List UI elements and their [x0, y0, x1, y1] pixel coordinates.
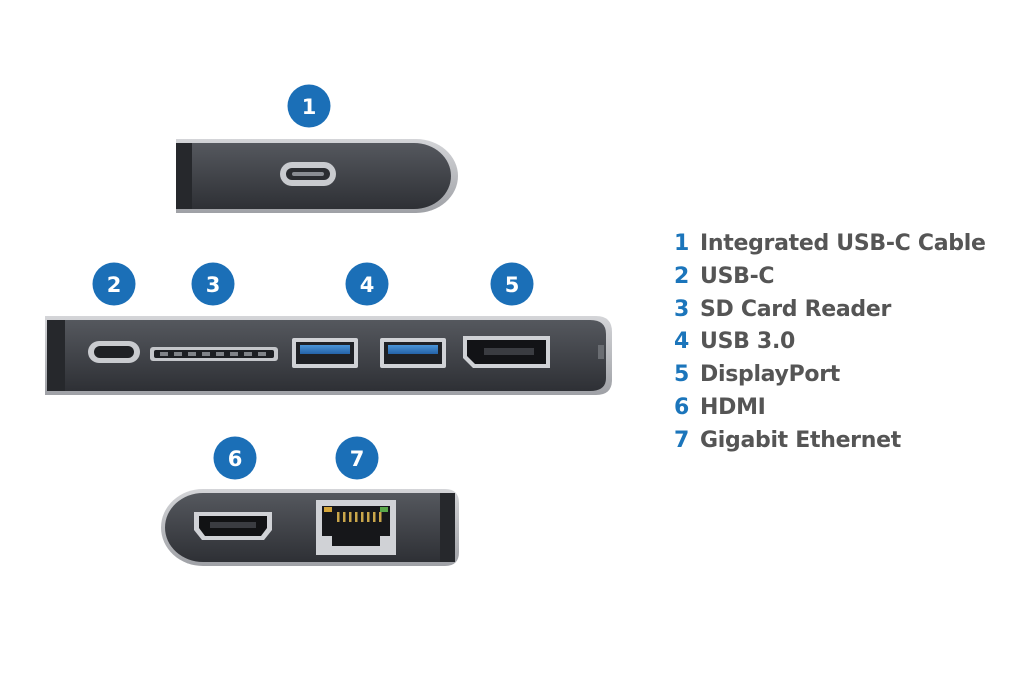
legend-number: 2 [674, 263, 690, 289]
legend-number: 4 [674, 329, 690, 355]
badge-3: 3 [191, 262, 235, 306]
legend-label: USB 3.0 [700, 329, 796, 355]
badge-6-number: 6 [228, 447, 243, 471]
legend-item: 5 DisplayPort [674, 359, 986, 392]
legend-item: 3 SD Card Reader [674, 294, 986, 327]
usb-3-port-a [292, 338, 358, 368]
cable-end-unit [176, 139, 458, 213]
badge-4-number: 4 [360, 273, 375, 297]
legend-label: Gigabit Ethernet [700, 427, 901, 453]
badge-1: 1 [287, 84, 331, 128]
legend-item: 7 Gigabit Ethernet [674, 425, 986, 458]
badge-2-number: 2 [107, 273, 122, 297]
usb-c-port [88, 341, 140, 363]
legend-item: 2 USB-C [674, 261, 986, 294]
legend-item: 4 USB 3.0 [674, 326, 986, 359]
legend-label: DisplayPort [700, 362, 841, 388]
badge-7: 7 [335, 436, 379, 480]
usb-c-cable-connector [280, 162, 336, 186]
legend-number: 5 [674, 362, 690, 388]
legend-item: 6 HDMI [674, 392, 986, 425]
badge-7-number: 7 [350, 447, 365, 471]
badge-6: 6 [213, 436, 257, 480]
legend-number: 3 [674, 296, 690, 322]
legend-label: HDMI [700, 394, 766, 420]
legend-number: 7 [674, 427, 690, 453]
badge-5-number: 5 [505, 273, 520, 297]
sd-card-slot [150, 347, 278, 361]
hdmi-port [194, 512, 272, 540]
ethernet-port [316, 500, 396, 555]
legend-label: SD Card Reader [700, 296, 892, 322]
legend-number: 6 [674, 394, 690, 420]
legend-label: USB-C [700, 263, 775, 289]
legend-item: 1 Integrated USB-C Cable [674, 228, 986, 261]
badge-4: 4 [345, 262, 389, 306]
badge-3-number: 3 [206, 273, 221, 297]
badge-5: 5 [490, 262, 534, 306]
badge-2: 2 [92, 262, 136, 306]
hdmi-ethernet-unit [161, 489, 459, 566]
port-legend: 1 Integrated USB-C Cable 2 USB-C 3 SD Card … [674, 228, 986, 458]
badge-1-number: 1 [302, 95, 317, 119]
port-strip-unit [45, 316, 612, 395]
legend-number: 1 [674, 231, 690, 256]
usb-3-port-b [380, 338, 446, 368]
legend-label: Integrated USB-C Cable [700, 231, 986, 256]
displayport-port [463, 336, 550, 368]
